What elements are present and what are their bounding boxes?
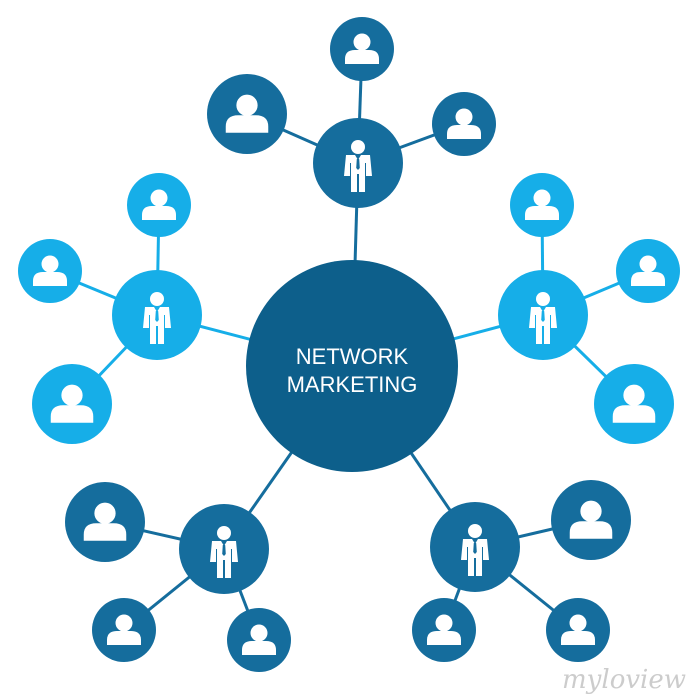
member-node-bottom-left-3: [227, 608, 291, 672]
member-node-bottom-left-1: [65, 482, 145, 562]
person-icon: [107, 614, 141, 645]
leader-node-left: [112, 270, 202, 360]
member-node-bottom-left-2: [92, 598, 156, 662]
person-icon: [525, 189, 559, 220]
watermark: myloview: [562, 665, 686, 695]
businessman-icon: [344, 140, 372, 192]
leader-node-bottom-left: [179, 504, 269, 594]
person-icon: [142, 189, 176, 220]
member-node-right-1: [510, 173, 574, 237]
center-label-line-1: NETWORK: [296, 344, 409, 369]
person-icon: [561, 614, 595, 645]
person-icon: [569, 500, 613, 539]
person-icon: [345, 33, 379, 64]
person-icon: [447, 108, 481, 139]
businessman-icon: [529, 292, 557, 344]
leader-node-bottom-right: [430, 502, 520, 592]
member-node-right-2: [616, 239, 680, 303]
group-bottom-right: [412, 480, 631, 662]
center-label-line-2: MARKETING: [287, 372, 418, 397]
member-node-top-1: [330, 17, 394, 81]
person-icon: [612, 384, 656, 423]
leader-node-top: [313, 118, 403, 208]
person-icon: [33, 255, 67, 286]
group-bottom-left: [65, 482, 291, 672]
center-circle: [246, 260, 458, 472]
center-hub: NETWORK MARKETING: [246, 260, 458, 472]
person-icon: [427, 614, 461, 645]
businessman-icon: [461, 524, 489, 576]
member-node-top-3: [432, 92, 496, 156]
group-top: [207, 17, 496, 208]
member-node-bottom-right-1: [551, 480, 631, 560]
leader-node-right: [498, 270, 588, 360]
person-icon: [50, 384, 94, 423]
group-right: [498, 173, 680, 444]
nodes: [18, 17, 680, 672]
person-icon: [83, 502, 127, 541]
member-node-left-1: [127, 173, 191, 237]
person-icon: [242, 624, 276, 655]
member-node-bottom-right-2: [412, 598, 476, 662]
businessman-icon: [210, 526, 238, 578]
member-node-bottom-right-3: [546, 598, 610, 662]
businessman-icon: [143, 292, 171, 344]
group-left: [18, 173, 202, 444]
person-icon: [631, 255, 665, 286]
member-node-left-3: [32, 364, 112, 444]
member-node-right-3: [594, 364, 674, 444]
person-icon: [225, 94, 269, 133]
member-node-left-2: [18, 239, 82, 303]
member-node-top-2: [207, 74, 287, 154]
